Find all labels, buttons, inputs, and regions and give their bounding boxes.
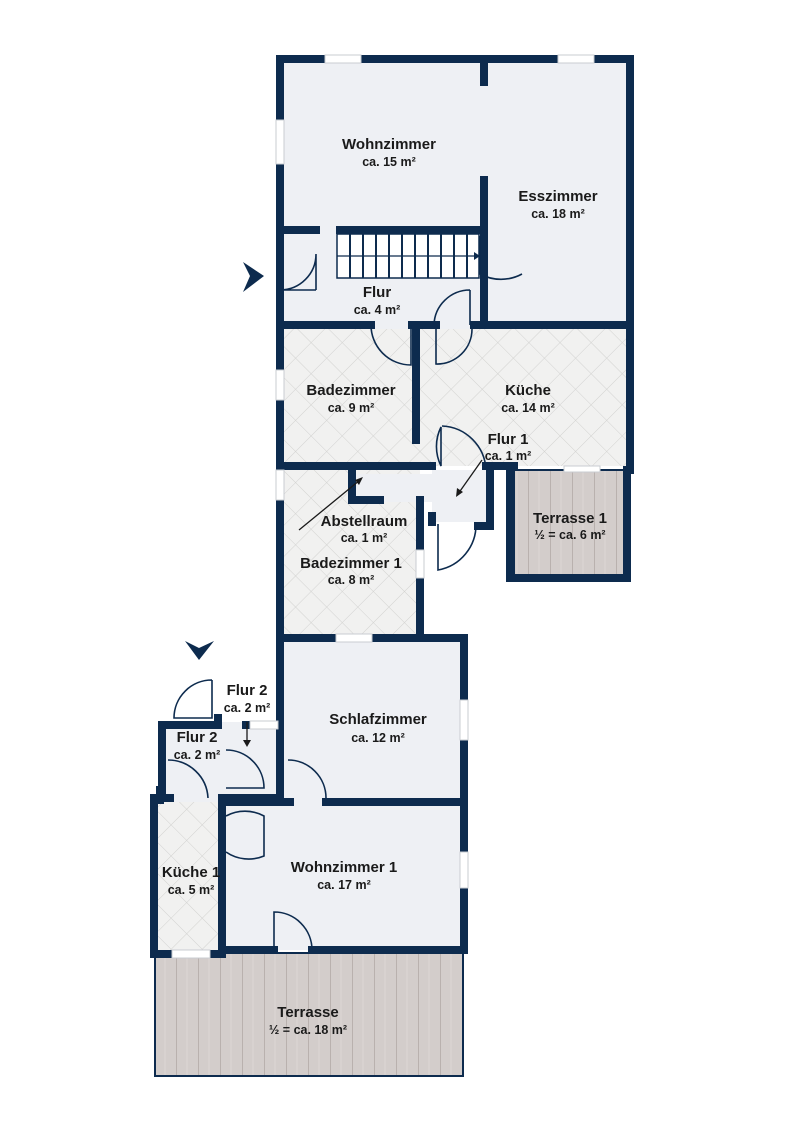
room-name-flur2: Flur 2 [177, 729, 218, 746]
room-name-kueche1: Küche 1 [162, 864, 220, 881]
staircase [336, 233, 480, 279]
room-name-abstellraum: Abstellraum [321, 513, 408, 530]
room-area-flur2: ca. 2 m² [224, 701, 271, 715]
floor-wohnzimmer1 [222, 802, 464, 950]
room-area-terrasse1: ½ = ca. 6 m² [534, 528, 605, 542]
room-area-badezimmer1: ca. 8 m² [328, 573, 375, 587]
floor-kueche1 [158, 802, 222, 950]
room-area-schlafzimmer: ca. 12 m² [351, 731, 405, 745]
room-name-kueche: Küche [505, 382, 551, 399]
room-name-esszimmer: Esszimmer [518, 188, 597, 205]
room-name-flur1: Flur 1 [488, 431, 529, 448]
room-name-flur: Flur [363, 284, 391, 301]
room-name-terrasse1: Terrasse 1 [533, 510, 607, 527]
floor-terrasse [155, 953, 463, 1076]
room-area-kueche1: ca. 5 m² [168, 883, 215, 897]
windows [171, 54, 601, 959]
room-name-flur2: Flur 2 [227, 682, 268, 699]
room-name-schlafzimmer: Schlafzimmer [329, 711, 427, 728]
doors [167, 236, 523, 951]
room-area-wohnzimmer1: ca. 17 m² [317, 878, 371, 892]
room-name-badezimmer1: Badezimmer 1 [300, 555, 402, 572]
room-area-kueche: ca. 14 m² [501, 401, 555, 415]
room-name-terrasse: Terrasse [277, 1004, 338, 1021]
room-name-wohnzimmer: Wohnzimmer [342, 136, 436, 153]
entrance-arrow-icon [185, 641, 214, 660]
walls [150, 55, 634, 1077]
room-area-badezimmer: ca. 9 m² [328, 401, 375, 415]
entrance-arrow-icon [243, 262, 264, 292]
room-area-flur1: ca. 1 m² [485, 449, 532, 463]
room-area-flur2: ca. 2 m² [174, 748, 221, 762]
room-area-terrasse: ½ = ca. 18 m² [269, 1023, 347, 1037]
room-labels: Wohnzimmer ca. 15 m² Esszimmer ca. 18 m²… [162, 136, 607, 1037]
floor-kueche [416, 329, 630, 466]
floor-schlafzimmer [280, 640, 464, 802]
room-name-badezimmer: Badezimmer [306, 382, 395, 399]
room-area-flur: ca. 4 m² [354, 303, 401, 317]
room-area-abstellraum: ca. 1 m² [341, 531, 388, 545]
floor-terrasse1 [514, 470, 627, 578]
room-name-wohnzimmer1: Wohnzimmer 1 [291, 859, 397, 876]
room-area-esszimmer: ca. 18 m² [531, 207, 585, 221]
room-area-wohnzimmer: ca. 15 m² [362, 155, 416, 169]
floor-top [280, 59, 630, 329]
floor-badezimmer [280, 329, 416, 466]
floor-flur1 [432, 470, 486, 522]
